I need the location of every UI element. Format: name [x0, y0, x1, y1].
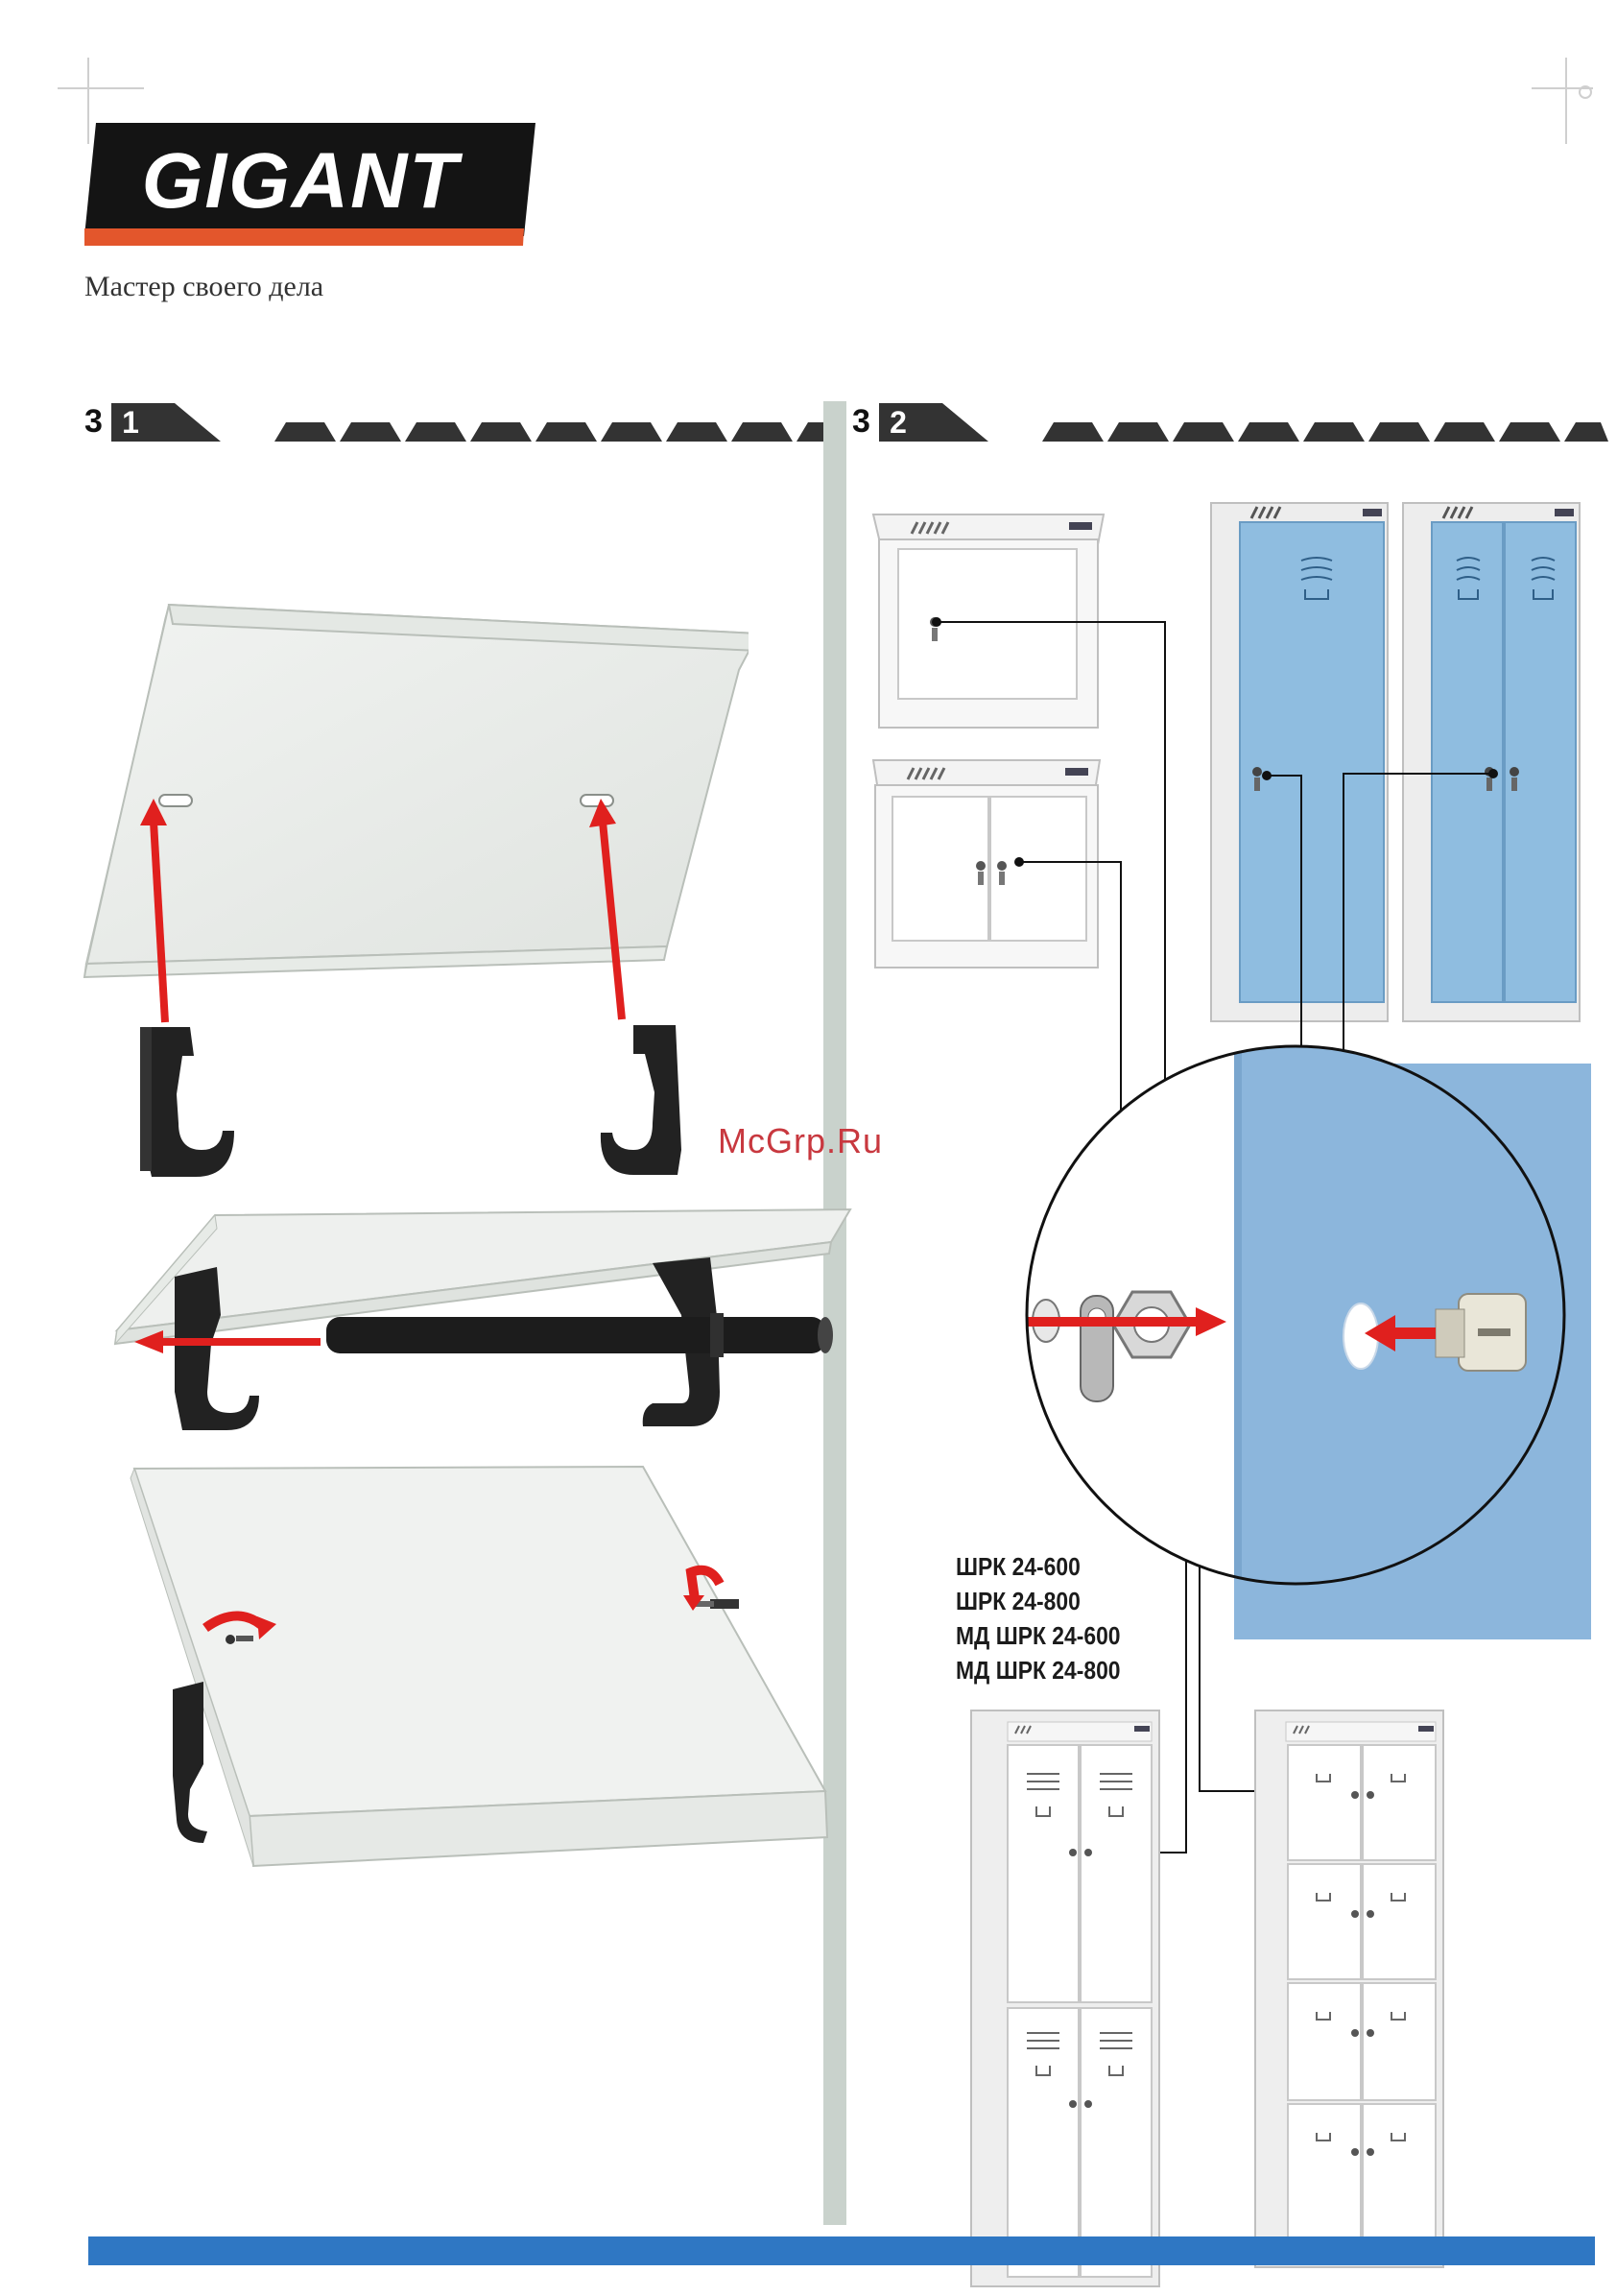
- step-major-number: 3: [852, 403, 870, 441]
- model-list: ШРК 24-600 ШРК 24-800 МД ШРК 24-600 МД Ш…: [956, 1549, 1143, 1687]
- locker-blue-single-illustration: [1205, 493, 1397, 1031]
- bracket-left-illustration: [134, 1017, 250, 1190]
- logo-text: GIGANT: [142, 137, 464, 225]
- step-minor-number: 2: [879, 403, 917, 442]
- step-major-number: 3: [84, 403, 103, 441]
- model-label: МД ШРК 24-800: [956, 1653, 1121, 1687]
- locker-white-eight-door-illustration: [1248, 1701, 1449, 2277]
- locker-white-four-door-illustration: [965, 1701, 1167, 2296]
- brand-tagline: Мастер своего дела: [84, 271, 323, 303]
- locker-blue-double-illustration: [1397, 493, 1589, 1031]
- shelf-lock-turn-illustration: [96, 1459, 902, 1881]
- step-header-3-1: 3 1: [84, 401, 775, 443]
- watermark-text: McGrp.Ru: [718, 1121, 883, 1161]
- bracket-right-illustration: [595, 1016, 710, 1188]
- model-label: МД ШРК 24-600: [956, 1618, 1121, 1653]
- step-header-3-2: 3 2: [852, 401, 1543, 443]
- step-minor-number: 1: [111, 403, 150, 442]
- footer-color-band: [88, 2236, 1595, 2265]
- wall-cabinet-single-door-illustration: [864, 505, 1113, 735]
- lock-assembly-magnifier: [1008, 1037, 1583, 1613]
- model-label: ШРК 24-600: [956, 1549, 1121, 1584]
- model-label: ШРК 24-800: [956, 1584, 1121, 1618]
- wall-cabinet-double-door-illustration: [860, 751, 1109, 971]
- shelf-with-hanger-bar-illustration: [96, 1200, 883, 1449]
- gigant-logo: GIGANT: [84, 123, 535, 246]
- lock-cam-icon: [1081, 1296, 1113, 1401]
